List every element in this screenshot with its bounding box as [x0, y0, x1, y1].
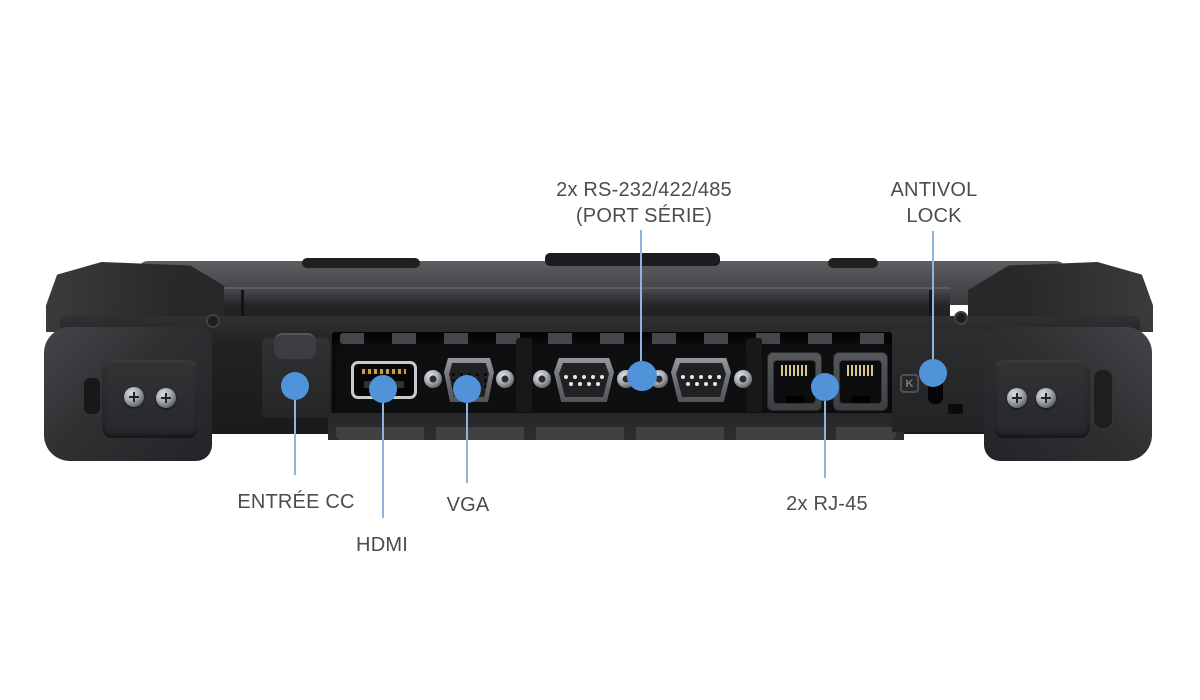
hinge-seam-right — [929, 290, 932, 324]
vga-screw-right — [496, 370, 514, 388]
callout-dot-antivol — [919, 359, 947, 387]
port-bay-ridge — [340, 333, 886, 344]
chassis-screw — [206, 314, 220, 328]
rj45-clip-notch — [785, 396, 804, 403]
callout-label-serial: 2x RS-232/422/485 (PORT SÉRIE) — [556, 179, 732, 227]
lid-recess — [828, 258, 878, 268]
callout-dot-serial — [627, 361, 657, 391]
rj45-cavity — [773, 360, 816, 404]
lid-recess — [545, 253, 720, 266]
lid-recess — [302, 258, 420, 268]
bumper-notch-left — [84, 378, 100, 414]
battery-strip-notches — [336, 427, 896, 440]
callout-line-dc-in — [294, 400, 296, 475]
callout-label-dc-in: ENTRÉE CC — [237, 491, 355, 513]
kensington-badge: K — [900, 374, 919, 393]
dc-in-cover-latch — [274, 333, 316, 359]
callout-line-rj45 — [824, 401, 826, 478]
port-bay-divider — [516, 338, 532, 412]
serial-face — [559, 363, 609, 397]
hdmi-pin-strip — [362, 369, 406, 374]
callout-label-vga: VGA — [446, 494, 490, 516]
rj45-port-2 — [833, 352, 888, 411]
callout-line-serial — [640, 230, 642, 361]
chassis-screw — [954, 311, 968, 325]
rj45-pin-strip — [846, 365, 875, 376]
serial-shield — [554, 358, 614, 402]
callout-dot-rj45 — [811, 373, 839, 401]
bumper-channel-right — [1092, 368, 1114, 430]
bumper-screw — [124, 387, 144, 407]
callout-dot-hdmi — [369, 375, 397, 403]
serial-screw — [734, 370, 752, 388]
bumper-screw — [1007, 388, 1027, 408]
callout-label-antivol: ANTIVOL LOCK — [890, 179, 978, 227]
callout-label-rj45: 2x RJ-45 — [786, 493, 868, 515]
serial-port-1 — [533, 357, 635, 403]
serial-port-2 — [650, 357, 752, 403]
port-bay-divider — [746, 338, 762, 412]
bumper-screw — [156, 388, 176, 408]
rj45-clip-notch — [851, 396, 870, 403]
hinge-seam-left — [241, 290, 244, 324]
security-panel-hole — [948, 404, 963, 414]
callout-dot-dc-in — [281, 372, 309, 400]
callout-line-hdmi — [382, 403, 384, 518]
callout-dot-vga — [453, 375, 481, 403]
callout-line-antivol — [932, 231, 934, 359]
rj45-pin-strip — [780, 365, 809, 376]
vga-screw-left — [424, 370, 442, 388]
bumper-screw — [1036, 388, 1056, 408]
serial-shield — [671, 358, 731, 402]
callout-label-hdmi: HDMI — [356, 534, 408, 556]
serial-screw — [533, 370, 551, 388]
callout-line-vga — [466, 403, 468, 483]
serial-face — [676, 363, 726, 397]
rj45-cavity — [839, 360, 882, 404]
bumper-plate-left — [102, 360, 198, 438]
